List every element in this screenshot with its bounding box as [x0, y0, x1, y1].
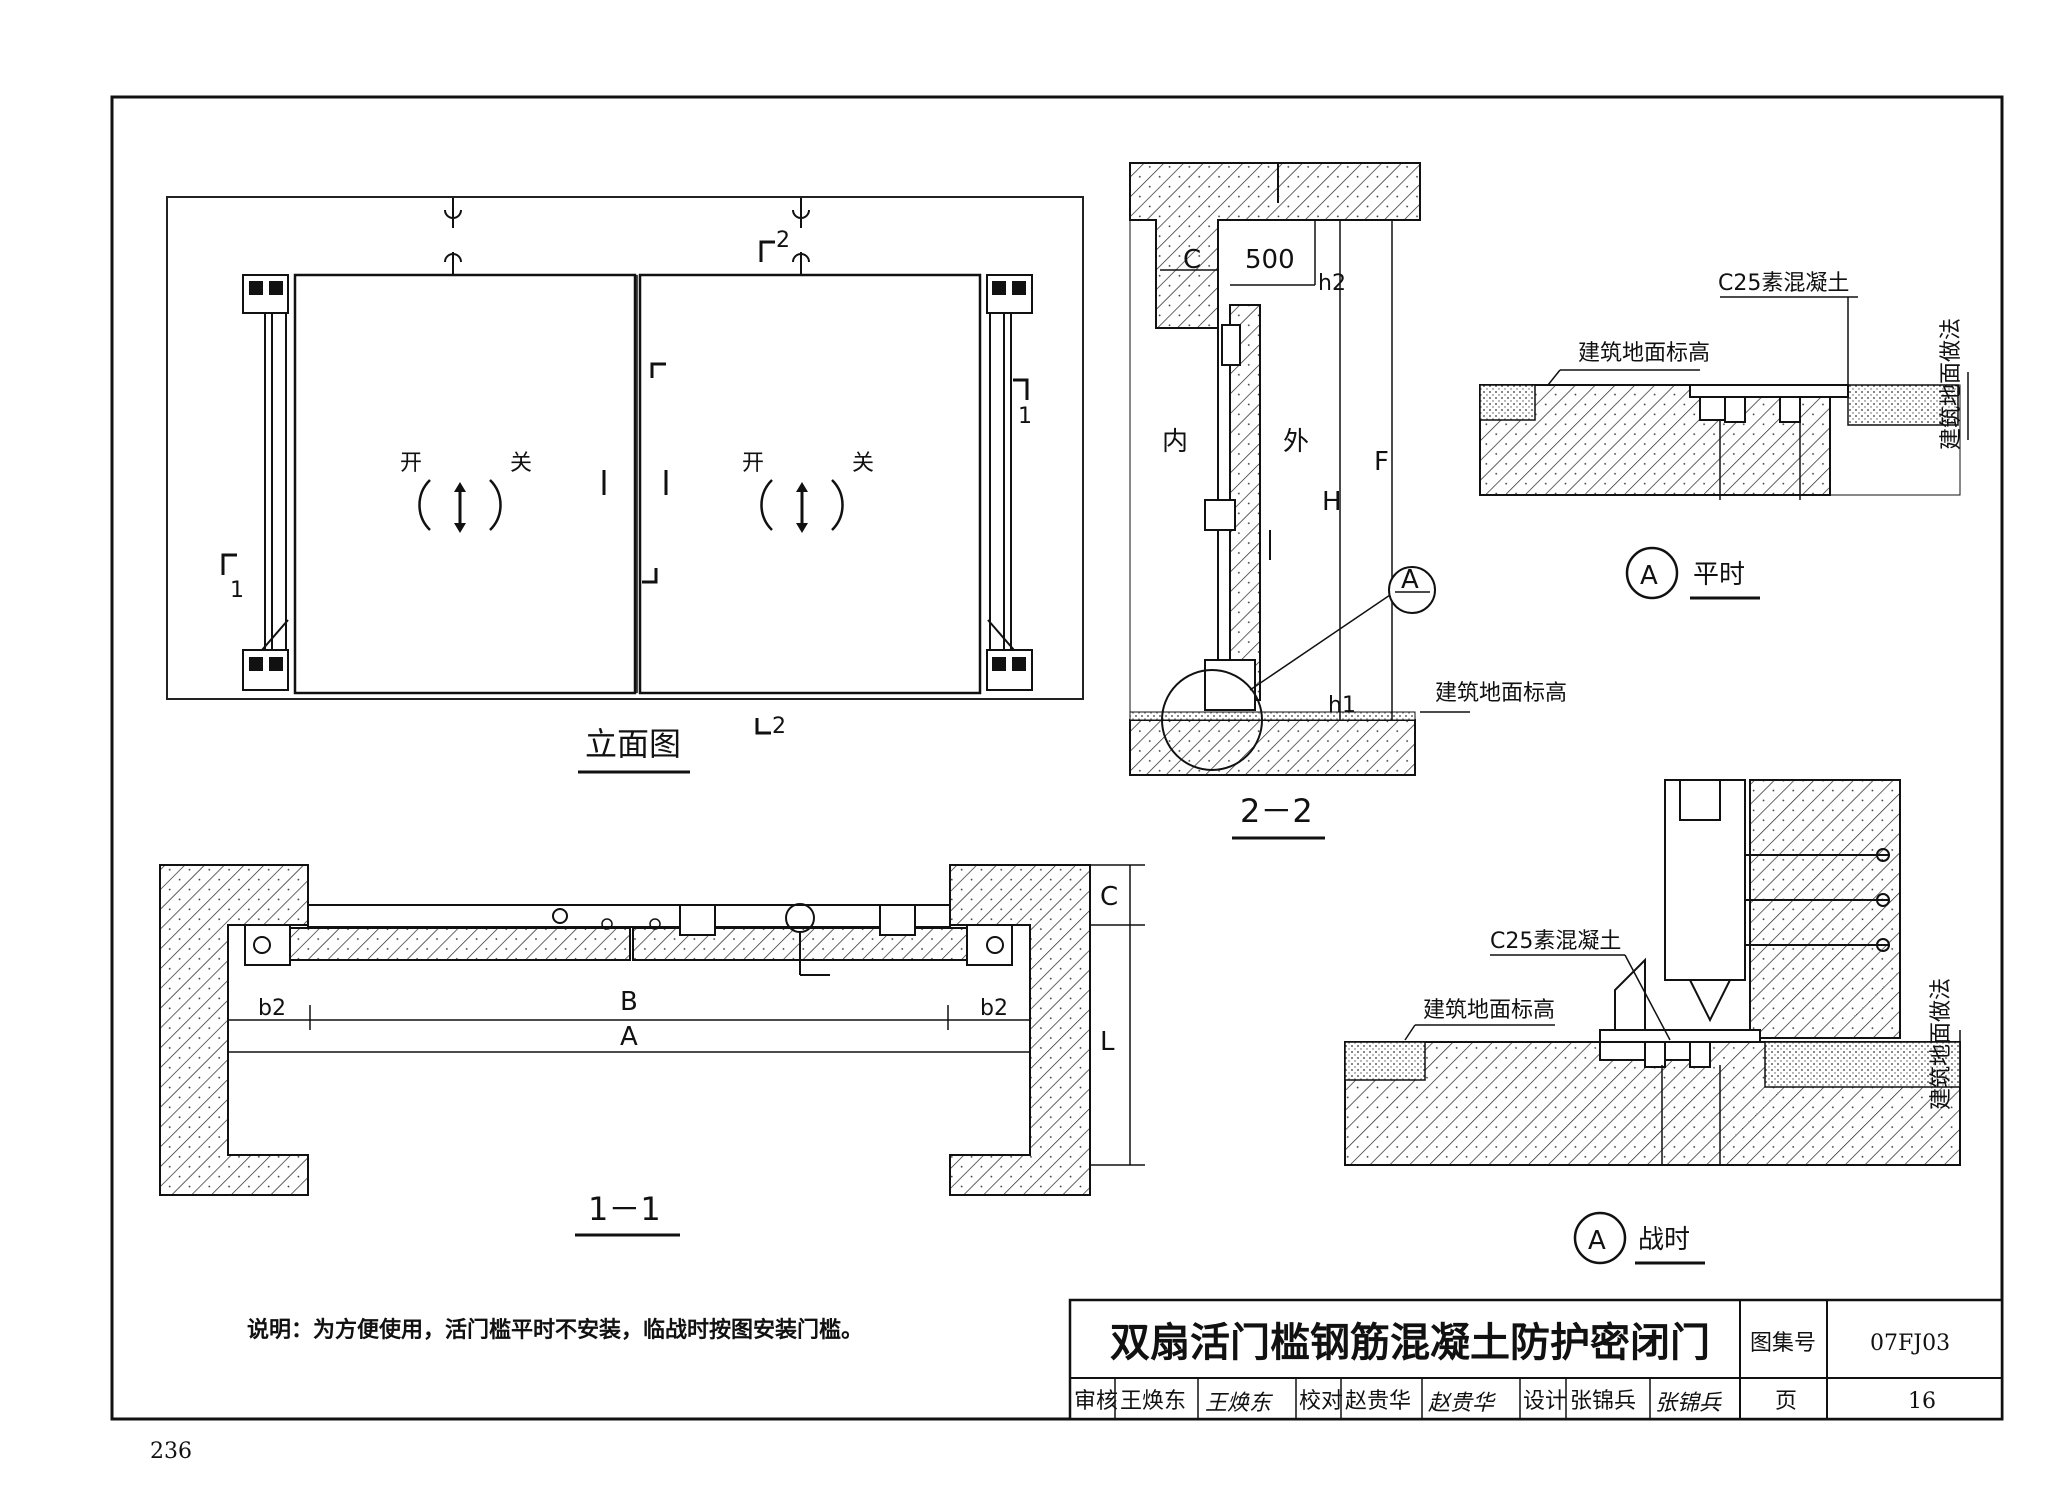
right-operation-indicator: 开 关: [742, 451, 874, 533]
concrete-label-peace: C25素混凝土: [1718, 271, 1849, 296]
design-label: 设计: [1523, 1389, 1567, 1414]
concrete-label-war: C25素混凝土: [1490, 929, 1621, 954]
dim-b2-right: b2: [980, 996, 1008, 1021]
dim-a: A: [620, 1022, 638, 1052]
dim-c-22: C: [1183, 245, 1201, 275]
design-name: 张锦兵: [1570, 1389, 1636, 1414]
close-label-right: 关: [852, 451, 874, 476]
dim-l: L: [1100, 1027, 1115, 1057]
section-2-2-caption: 2－2: [1240, 792, 1313, 830]
lifting-hooks: [444, 198, 810, 274]
left-door-leaf: [293, 273, 637, 695]
detail-a-peace-caption: 平时: [1693, 560, 1745, 590]
design-signature: 张锦兵: [1655, 1391, 1722, 1416]
detail-a-ref: A: [1401, 565, 1419, 595]
section-1-right-label: 1: [1018, 404, 1032, 429]
detail-a-peacetime: 建筑地面标高 C25素混凝土 建筑地面做法 A 平时: [1479, 271, 1969, 600]
dim-h: H: [1322, 487, 1342, 517]
section-2-top-label: 2: [776, 228, 790, 253]
dim-h1: h1: [1328, 693, 1356, 718]
detail-a-war-caption: 战时: [1638, 1225, 1690, 1255]
open-label-left: 开: [400, 451, 422, 476]
elevation-opening: [166, 196, 1084, 700]
dim-b: B: [620, 987, 638, 1017]
elevation-caption: 立面图: [585, 725, 681, 763]
dim-f: F: [1374, 447, 1389, 477]
design-note: 说明：为方便使用，活门槛平时不安装，临战时按图安装门槛。: [247, 1317, 863, 1343]
outside-label: 外: [1283, 427, 1309, 457]
drawing-title: 双扇活门槛钢筋混凝土防护密闭门: [1110, 1320, 1710, 1366]
left-hinge-frame: [242, 274, 289, 691]
right-hinge-frame: [986, 274, 1033, 691]
atlas-number: 07FJ03: [1870, 1331, 1950, 1356]
dim-c-11: C: [1100, 882, 1118, 912]
review-label: 审核: [1074, 1389, 1118, 1414]
review-name: 王焕东: [1120, 1389, 1186, 1414]
detail-a-peace-bubble: [1625, 546, 1679, 600]
detail-a-war-ref: A: [1588, 1226, 1606, 1256]
check-name: 赵贵华: [1345, 1389, 1411, 1414]
floor-level-war: 建筑地面标高: [1423, 998, 1555, 1023]
dim-500: 500: [1245, 245, 1295, 275]
detail-a-callout-circle: [1161, 669, 1263, 771]
elevation-view: 2 1 1 2 开 关 开 关 立面图: [166, 196, 1084, 774]
right-door-leaf: [638, 273, 982, 695]
detail-a-ref-bubble: [1388, 566, 1436, 614]
sheet-frame: [110, 95, 2004, 1421]
detail-a-war-bubble: [1573, 1211, 1627, 1265]
left-operation-indicator: 开 关: [400, 451, 532, 533]
book-page-number: 236: [150, 1439, 192, 1464]
floor-level-peace: 建筑地面标高: [1578, 341, 1710, 366]
inside-label: 内: [1162, 427, 1188, 457]
section-1-1-caption: 1－1: [588, 1190, 661, 1228]
dim-b2-left: b2: [258, 996, 286, 1021]
dim-h2: h2: [1318, 271, 1346, 296]
floor-finish-peace: 建筑地面做法: [1939, 318, 1964, 450]
section-2-2-view: C 500 h2 H F h1 内 外 A 建筑地面标高 2－2: [1129, 162, 1567, 840]
atlas-label: 图集号: [1750, 1331, 1816, 1356]
section-1-1-view: b2 B b2 A C L 1－1: [159, 864, 1145, 1237]
open-label-right: 开: [742, 451, 764, 476]
check-signature: 赵贵华: [1428, 1391, 1497, 1416]
floor-finish-war: 建筑地面做法: [1929, 978, 1954, 1110]
section-markers: [221, 240, 1029, 735]
check-label: 校对: [1299, 1389, 1343, 1414]
close-label-left: 关: [510, 451, 532, 476]
section-2-bottom-label: 2: [772, 714, 786, 739]
review-signature: 王焕东: [1205, 1391, 1274, 1416]
floor-level-22: 建筑地面标高: [1435, 681, 1567, 706]
page-label: 页: [1775, 1389, 1797, 1414]
title-block: 双扇活门槛钢筋混凝土防护密闭门 图集号 07FJ03 审核 王焕东 王焕东 校对…: [1068, 1298, 2004, 1421]
page-number-box: 16: [1908, 1389, 1936, 1414]
detail-a-peace-ref: A: [1640, 561, 1658, 591]
detail-a-wartime: 建筑地面标高 C25素混凝土 建筑地面做法 A 战时: [1344, 779, 1961, 1265]
section-1-left-label: 1: [230, 578, 244, 603]
